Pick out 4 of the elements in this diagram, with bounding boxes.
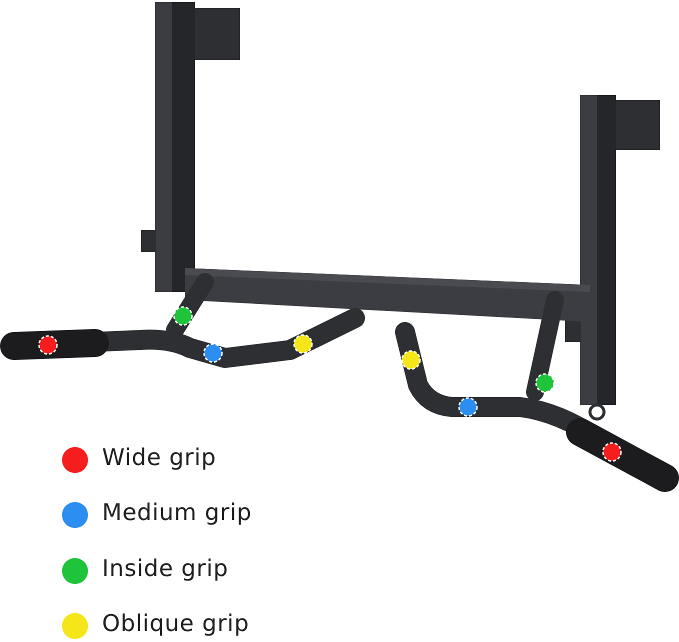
legend-label: Medium grip	[102, 500, 252, 526]
legend-label: Wide grip	[102, 445, 216, 471]
legend-label: Oblique grip	[102, 611, 250, 637]
legend-label: Inside grip	[102, 556, 228, 582]
